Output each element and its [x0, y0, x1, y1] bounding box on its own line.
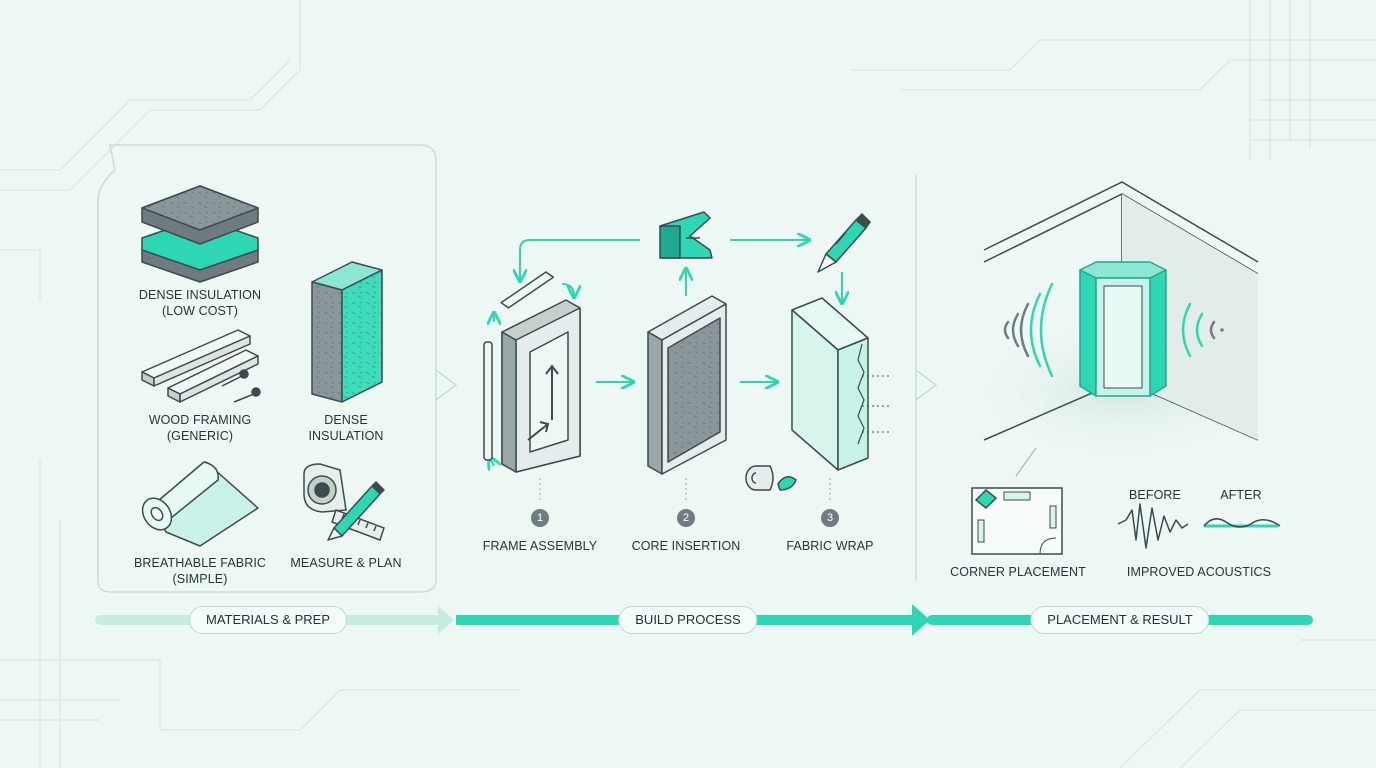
- panel-icon: [647, 295, 727, 475]
- tape-roll-icon: [745, 465, 797, 491]
- staple-gun-icon: [659, 211, 713, 259]
- waveform-icon: [1117, 503, 1189, 549]
- label-frame-assembly: FRAME ASSEMBLY: [482, 539, 598, 553]
- arrow-small-3: [561, 283, 574, 296]
- stage-pill-placement-result: PLACEMENT & RESULT: [1030, 606, 1210, 634]
- separator-1: [435, 369, 458, 401]
- label-dense-insulation-low-cost: DENSE INSULATION (LOW COST): [138, 288, 262, 318]
- flow-arrows: [490, 240, 842, 466]
- label-before: BEFORE: [1129, 488, 1181, 502]
- insulation-stack-icon: [141, 185, 259, 283]
- label-dense-insulation: DENSE INSULATION: [308, 413, 384, 443]
- frame-assembly-arrows: [527, 364, 559, 441]
- bass-trap-icon: [1079, 261, 1167, 397]
- stage-pill-materials-prep: MATERIALS & PREP: [188, 606, 348, 634]
- insulation-slab-icon: [311, 261, 383, 403]
- label-wood-framing: WOOD FRAMING (GENERIC): [148, 413, 252, 443]
- absorbed-wave-icon: [1181, 302, 1224, 358]
- materials-panel-border: [97, 144, 437, 593]
- step-number-1: 1: [531, 509, 549, 527]
- label-fabric-wrap: FABRIC WRAP: [786, 539, 874, 553]
- label-corner-placement: CORNER PLACEMENT: [950, 565, 1086, 579]
- label-core-insertion: CORE INSERTION: [631, 539, 741, 553]
- frame-icon: [483, 271, 581, 473]
- step-number-3: 3: [821, 509, 839, 527]
- tape-measure-icon: [303, 463, 347, 513]
- step-number-2: 2: [677, 509, 695, 527]
- label-breathable-fabric: BREATHABLE FABRIC (SIMPLE): [133, 556, 267, 586]
- waveform-after-icon: [1203, 518, 1281, 528]
- fabric-roll-icon: [141, 461, 259, 547]
- wrapped-panel-icon: [791, 297, 869, 471]
- step-connectors: [539, 478, 831, 500]
- pencil-icon: [327, 481, 385, 541]
- label-after: AFTER: [1220, 488, 1262, 502]
- callout-line: [1015, 447, 1037, 477]
- floor-plan-icon: [971, 487, 1063, 555]
- arrow-to-frame: [520, 239, 640, 280]
- sound-wave-icon: [1003, 282, 1054, 378]
- label-measure-plan: MEASURE & PLAN: [290, 556, 402, 570]
- separator-2: [915, 175, 938, 580]
- screw-icon: [221, 369, 261, 403]
- label-improved-acoustics: IMPROVED ACOUSTICS: [1126, 565, 1272, 579]
- wood-boards-icon: [141, 329, 259, 403]
- utility-knife-icon: [817, 213, 871, 273]
- stage-pill-build-process: BUILD PROCESS: [618, 606, 758, 634]
